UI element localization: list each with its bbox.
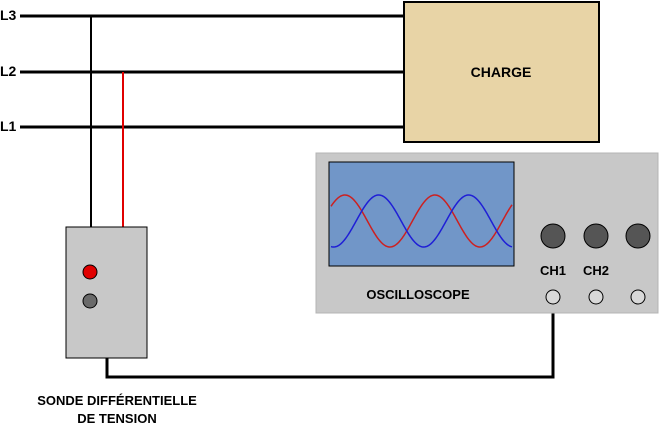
trace-ch1 bbox=[330, 194, 513, 248]
input-connector-ch1[interactable] bbox=[545, 289, 561, 305]
oscilloscope-knob-3[interactable] bbox=[625, 223, 651, 249]
load-box bbox=[403, 1, 600, 143]
oscilloscope-knob-1[interactable] bbox=[540, 223, 566, 249]
input-connector-ch2[interactable] bbox=[588, 289, 604, 305]
channel-label-ch2: CH2 bbox=[583, 263, 609, 278]
differential-probe bbox=[65, 226, 148, 359]
oscilloscope-label: OSCILLOSCOPE bbox=[366, 287, 470, 302]
line-label-l1: L1 bbox=[0, 118, 17, 134]
channel-label-ch1: CH1 bbox=[540, 263, 566, 278]
probe-output-cable bbox=[105, 298, 555, 379]
probe-label-line2: DE TENSION bbox=[77, 411, 156, 426]
waveform-traces bbox=[330, 194, 513, 248]
line-label-l3: L3 bbox=[0, 7, 17, 23]
oscilloscope-knob-2[interactable] bbox=[583, 223, 609, 249]
probe-led-gray bbox=[82, 293, 98, 309]
oscilloscope-screen bbox=[328, 161, 515, 267]
probe-label-line1: SONDE DIFFÉRENTIELLE bbox=[37, 393, 197, 408]
probe-led-red bbox=[82, 264, 98, 280]
trace-ch2 bbox=[330, 194, 513, 248]
load-label: CHARGE bbox=[471, 64, 532, 80]
input-connector-3[interactable] bbox=[630, 289, 646, 305]
line-label-l2: L2 bbox=[0, 63, 17, 79]
